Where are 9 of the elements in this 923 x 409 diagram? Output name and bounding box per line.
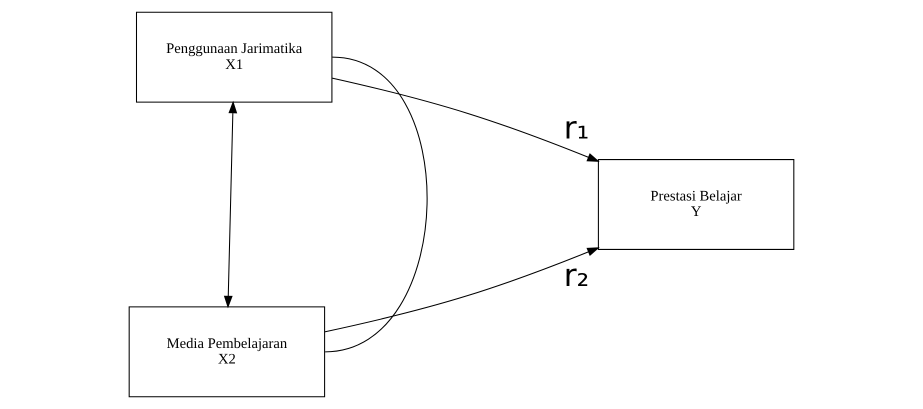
node-box: Media Pembelajaran X2 [128, 306, 326, 398]
node-box: Penggunaan Jarimatika X1 [136, 12, 332, 103]
arrow [332, 78, 600, 162]
edge-label: r₂ [564, 258, 590, 294]
arrow [324, 247, 600, 332]
node-box: Prestasi Belajar Y [598, 159, 794, 250]
edge-label: r₁ [564, 110, 590, 147]
connector [325, 56, 428, 352]
arrow [224, 100, 238, 308]
